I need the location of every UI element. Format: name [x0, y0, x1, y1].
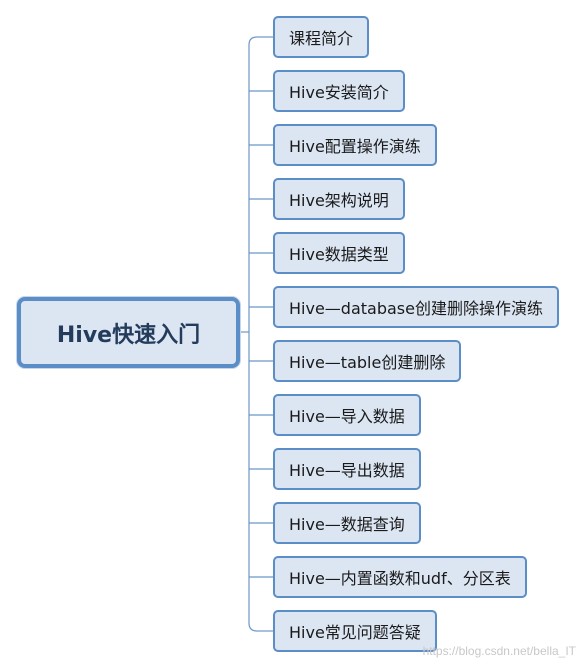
branch-node[interactable]: Hive数据类型 [273, 232, 405, 274]
spine-connector [248, 36, 258, 632]
watermark: https://blog.csdn.net/bella_IT [422, 644, 576, 658]
root-node[interactable]: Hive快速入门 [17, 297, 240, 368]
branch-node[interactable]: Hive架构说明 [273, 178, 405, 220]
branch-node[interactable]: Hive安装简介 [273, 70, 405, 112]
branch-node[interactable]: Hive—database创建删除操作演练 [273, 286, 559, 328]
branch-node[interactable]: Hive—数据查询 [273, 502, 421, 544]
branch-node[interactable]: Hive—导出数据 [273, 448, 421, 490]
branch-node[interactable]: Hive—table创建删除 [273, 340, 462, 382]
branch-node[interactable]: Hive—内置函数和udf、分区表 [273, 556, 527, 598]
branch-node[interactable]: Hive配置操作演练 [273, 124, 437, 166]
branch-node[interactable]: Hive常见问题答疑 [273, 610, 437, 652]
branch-node[interactable]: Hive—导入数据 [273, 394, 421, 436]
branch-node[interactable]: 课程简介 [273, 16, 370, 58]
